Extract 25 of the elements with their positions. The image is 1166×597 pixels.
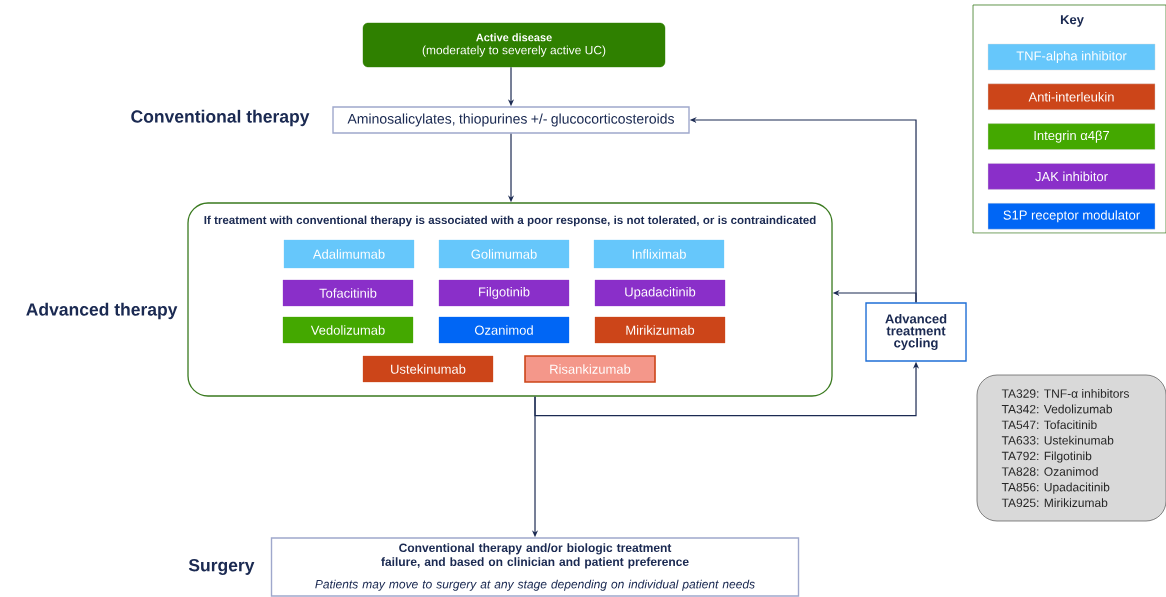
- legend-item: Anti-interleukin: [987, 83, 1156, 110]
- drug-box: Mirikizumab: [594, 316, 726, 344]
- drug-box: Filgotinib: [438, 279, 570, 307]
- start-box: Active disease (moderately to severely active UC): [362, 22, 666, 68]
- drug-box: Vedolizumab: [282, 316, 414, 344]
- process-box: Conventional therapy and/or biologic treatment failure, and based on clinician and patient preference Patients may move to surgery at any stage depending on individual patient needs: [270, 537, 800, 597]
- stage-label: Surgery: [188, 559, 255, 575]
- legend-item: TNF-alpha inhibitor: [987, 43, 1156, 71]
- drug-box: Adalimumab: [283, 239, 415, 269]
- process-box: Aminosalicylates, thiopurines +/- glucocorticosteroids: [332, 106, 690, 134]
- drug-box: Ozanimod: [438, 316, 570, 344]
- key-heading: Key: [1060, 15, 1084, 27]
- stage-label: Conventional therapy: [131, 109, 310, 127]
- stage-label: Advanced therapy: [26, 302, 178, 320]
- note-box: TA329: TNF-α inhibitors TA342: Vedolizumab TA547: Tofacitinib TA633: Ustekinumab TA792: Filgotinib TA828: Ozanimod TA856: Upadacitinib TA925: Mirikizumab: [976, 374, 1166, 522]
- drug-box: Risankizumab: [524, 355, 656, 383]
- drug-box: Golimumab: [438, 239, 570, 269]
- drug-box: Ustekinumab: [362, 355, 494, 383]
- drug-box: Tofacitinib: [282, 279, 414, 307]
- drug-box: Infliximab: [593, 239, 725, 269]
- legend-item: Integrin α4β7: [987, 123, 1156, 150]
- drug-box: Upadacitinib: [594, 279, 726, 307]
- legend-item: JAK inhibitor: [987, 163, 1156, 190]
- legend-item: S1P receptor modulator: [987, 203, 1156, 230]
- process-box: Advanced treatment cycling: [865, 302, 967, 362]
